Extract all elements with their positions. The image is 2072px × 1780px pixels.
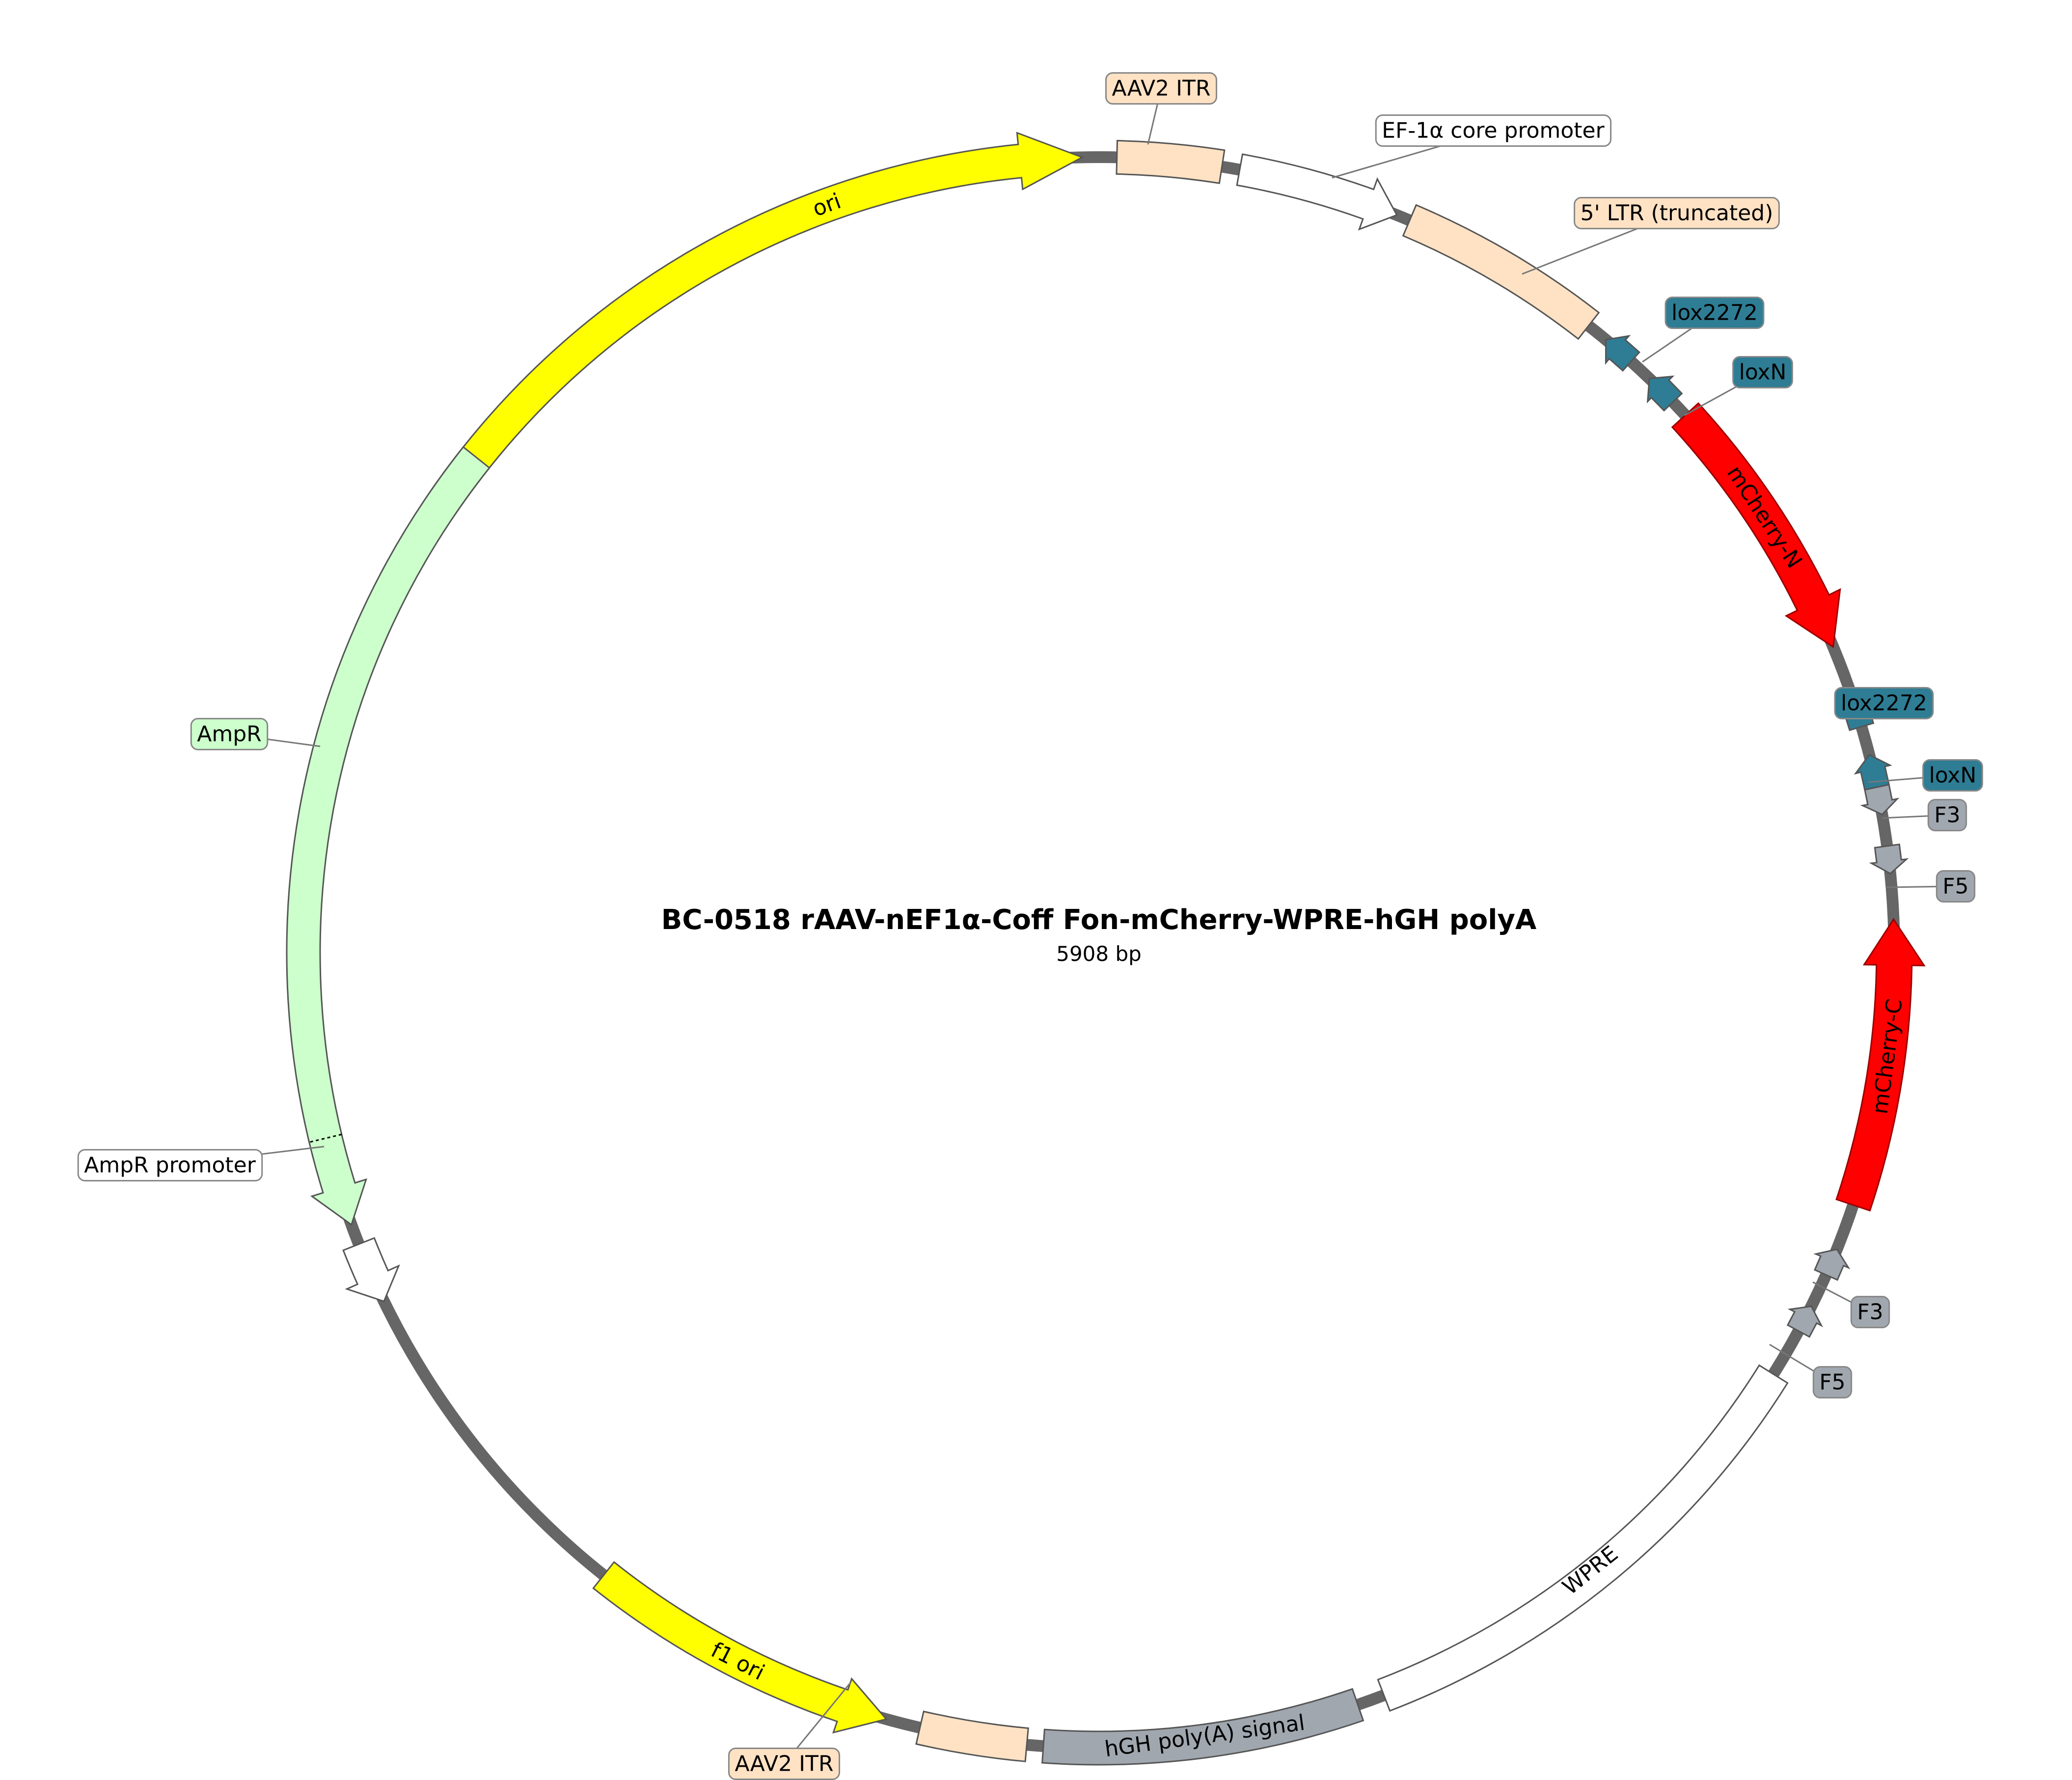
ampr-label: AmpR [197, 722, 261, 747]
ef1a-core-promoter-feature[interactable] [1236, 153, 1398, 231]
aav2-itr-top-label-box [1105, 72, 1218, 105]
ef1a-core-promoter-label: EF-1α core promoter [1382, 118, 1605, 143]
aav2-itr-bottom-label-box [728, 1748, 841, 1780]
mcherry-n-label: mCherry-N [1722, 461, 1807, 573]
lox2272-1-label: lox2272 [1671, 301, 1758, 326]
mcherry-n-feature[interactable] [1671, 402, 1841, 649]
ampr-promoter-label-box [77, 1149, 263, 1181]
f3-2-label: F3 [1857, 1300, 1883, 1325]
loxn-1-label: loxN [1739, 360, 1787, 385]
f3-1-feature[interactable] [1860, 784, 1900, 816]
ef1a-core-promoter-label-box [1375, 114, 1612, 147]
lox2272-2-label-box [1834, 687, 1934, 719]
loxn-1-label-box [1732, 356, 1793, 388]
plasmid-title: BC-0518 rAAV-nEF1α-Coff Fon-mCherry-WPRE… [661, 904, 1537, 936]
loxn-1-feature[interactable] [1646, 375, 1683, 412]
loxn-2-label-box [1922, 759, 1983, 792]
ori-feature[interactable] [428, 132, 1084, 513]
f3-2-feature[interactable] [1813, 1248, 1851, 1281]
loxn-2-label: loxN [1929, 763, 1977, 788]
f3-1-label-box [1927, 799, 1967, 831]
ampr-promoter-feature[interactable] [342, 1237, 400, 1303]
aav2-itr-bottom-feature[interactable] [915, 1710, 1029, 1762]
f5-2-feature[interactable] [1786, 1305, 1824, 1338]
f5-2-label: F5 [1819, 1370, 1845, 1395]
lox2272-1-feature[interactable] [1605, 335, 1640, 372]
f3-2-label-box [1850, 1296, 1890, 1328]
f1-ori-feature[interactable] [592, 1561, 888, 1734]
5-ltr-truncated-label-box [1574, 197, 1780, 229]
ampr-feature[interactable] [286, 446, 491, 1226]
f5-1-feature[interactable] [1869, 843, 1909, 875]
hgh-polya-feature[interactable] [1041, 1688, 1364, 1766]
lox2272-1-label-box [1664, 297, 1765, 329]
ampr-promoter-label: AmpR promoter [84, 1153, 256, 1178]
mcherry-c-feature[interactable] [1835, 918, 1926, 1212]
aav2-itr-bottom-label: AAV2 ITR [735, 1752, 833, 1777]
f5-2-label-box [1812, 1366, 1853, 1398]
f3-1-label: F3 [1934, 803, 1960, 828]
ampr-label-box [190, 718, 269, 750]
5-ltr-truncated-label: 5' LTR (truncated) [1581, 201, 1773, 226]
lox2272-2-label: lox2272 [1841, 691, 1927, 716]
f5-1-label-box [1936, 870, 1976, 903]
aav2-itr-top-feature[interactable] [1116, 139, 1226, 184]
wpre-feature[interactable] [1377, 1364, 1789, 1712]
loxn-2-feature[interactable] [1854, 754, 1892, 791]
aav2-itr-top-label: AAV2 ITR [1112, 76, 1210, 101]
5-ltr-truncated-feature[interactable] [1402, 204, 1600, 340]
plasmid-length: 5908 bp [1056, 942, 1142, 966]
f5-1-label: F5 [1942, 874, 1968, 899]
